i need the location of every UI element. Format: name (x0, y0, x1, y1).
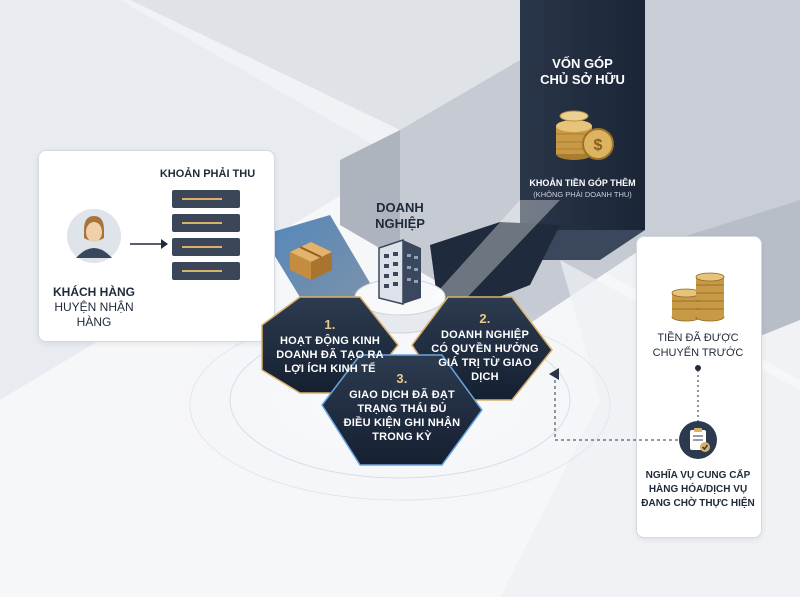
criterion-1-text: 1. HOẠT ĐỘNG KINH DOANH ĐÃ TẠO RA LỢI ÍC… (262, 318, 398, 376)
prepaid-to-obligation-connector (695, 365, 701, 422)
criterion-2-line-1: DOANH NGHIỆP (441, 329, 529, 341)
criterion-2-line-2: CÓ QUYỀN HƯỞNG (431, 343, 539, 355)
criterion-3-number: 3. (396, 371, 408, 386)
receivables-title: KHOẢN PHẢI THU (159, 168, 256, 180)
obligation-to-criterion-arrow (549, 368, 678, 441)
owner-capital-note-2: (KHÔNG PHẢI DOANH THU) (533, 190, 632, 199)
customer-status-1: HUYỆN NHẬN (54, 300, 134, 314)
office-building-icon (375, 238, 425, 306)
svg-text:$: $ (594, 137, 603, 154)
owner-capital-title-2: CHỦ SỞ HỮU (540, 72, 625, 87)
obligation-line-2: HÀNG HÓA/DỊCH VỤ (648, 484, 748, 495)
criterion-3-line-3: ĐIỀU KIỆN GHI NHẬN (343, 417, 461, 429)
package-box-icon (288, 240, 334, 282)
enterprise-title-2: NGHIỆP (375, 216, 425, 231)
criterion-3-line-1: GIAO DỊCH ĐÃ ĐẠT (349, 389, 455, 401)
enterprise-title-1: DOANH (376, 200, 424, 215)
criterion-1-line-3: LỢI ÍCH KINH TẾ (284, 363, 376, 375)
document-list-icon (172, 190, 240, 282)
criterion-2-line-3: GIÁ TRỊ TỪ GIAO (438, 357, 532, 369)
criterion-3-line-2: TRẠNG THÁI ĐỦ (357, 403, 447, 415)
owner-capital-note-1: KHOẢN TIỀN GÓP THÊM (529, 178, 636, 188)
obligation-line-3: ĐANG CHỜ THỰC HIỆN (641, 498, 755, 509)
criterion-2-number: 2. (479, 311, 491, 326)
owner-capital-coin-icon: $ (550, 104, 616, 164)
criterion-3-line-4: TRONG KỲ (372, 431, 432, 443)
criterion-3-text: 3. GIAO DỊCH ĐÃ ĐẠT TRẠNG THÁI ĐỦ ĐIỀU K… (330, 372, 474, 444)
criterion-2-text: 2. DOANH NGHIỆP CÓ QUYỀN HƯỞNG GIÁ TRỊ T… (420, 312, 550, 384)
criterion-hex-3 (321, 354, 483, 466)
customer-name: KHÁCH HÀNG (53, 285, 135, 299)
prepaid-coin-icon (668, 265, 728, 323)
criterion-1-number: 1. (324, 317, 336, 332)
arrow-right-icon (130, 237, 168, 249)
prepaid-line-1: TIỀN ĐÃ ĐƯỢC (657, 332, 739, 344)
prepaid-line-2: CHUYỂN TRƯỚC (652, 347, 744, 359)
person-avatar-icon (66, 208, 122, 264)
criterion-2-line-4: DỊCH (471, 371, 499, 383)
obligation-line-1: NGHĨA VỤ CUNG CẤP (645, 470, 751, 481)
owner-capital-title-1: VỐN GÓP (552, 56, 613, 71)
customer-status-2: HÀNG (76, 315, 112, 329)
criterion-1-line-1: HOẠT ĐỘNG KINH (280, 335, 380, 347)
clipboard-check-icon (678, 420, 718, 460)
criterion-1-line-2: DOANH ĐÃ TẠO RA (276, 349, 384, 361)
